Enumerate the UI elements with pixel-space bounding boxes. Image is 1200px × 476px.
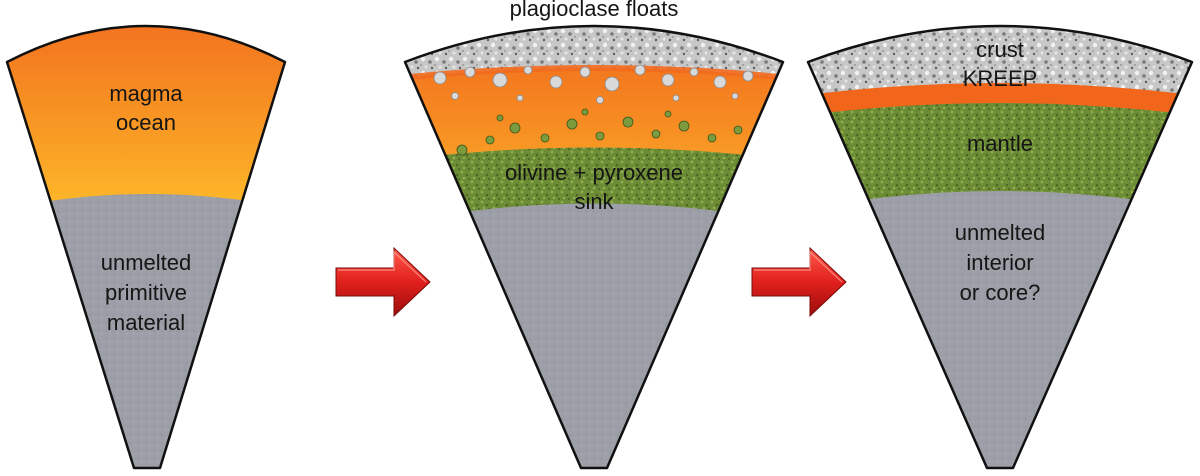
panel-crystallizing: plagioclase floats olivine + pyroxene si… [403,0,785,470]
mantle-label: mantle [967,131,1033,156]
sink-label-line2: sink [574,189,614,214]
interior-label-line3: material [107,310,185,335]
wedge-outline [5,24,287,470]
magma-label-line2: ocean [116,110,176,135]
plagioclase-crust-layer [405,26,783,78]
interior-layer [405,203,783,468]
plagioclase-grains [433,64,754,104]
panel-differentiated: crust KREEP mantle unmelted interior or … [806,24,1194,470]
interior-label-line2: interior [966,250,1033,275]
sinking-crystals [456,108,743,156]
interior-label-line1: unmelted [101,250,192,275]
kreep-label: KREEP [963,66,1038,91]
interior-label-line1: unmelted [955,220,1046,245]
plagioclase-caption: plagioclase floats [510,0,679,21]
arrow-right-icon [335,246,431,318]
interior-label-line3: or core? [960,280,1041,305]
interior-label-line2: primitive [105,280,187,305]
wedge-outline [403,24,785,470]
crust-label: crust [976,37,1024,62]
wedge-outline [806,24,1194,470]
primitive-interior-layer [7,194,285,468]
sink-label-line1: olivine + pyroxene [505,160,683,185]
magma-label-line1: magma [109,81,183,106]
panel-initial-magma-ocean: magma ocean unmelted primitive material [5,24,287,470]
arrow-right-icon [751,246,847,318]
